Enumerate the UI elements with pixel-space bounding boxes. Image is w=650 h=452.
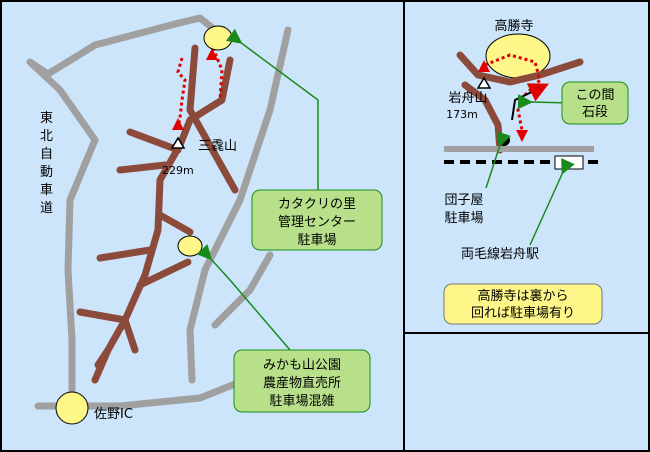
trail-south-spur — [121, 316, 139, 354]
pointer-line-dango — [485, 131, 511, 189]
parking-circle-mikamo — [177, 235, 203, 257]
trail-east-spur-2 — [156, 211, 194, 236]
note-box-stairs — [561, 81, 629, 125]
expressway-char: 車 — [40, 183, 53, 198]
route-arrow-icon — [172, 118, 184, 130]
hiking-trails — [76, 44, 239, 384]
trail-north-spur — [186, 44, 199, 114]
trail-east-spur — [186, 106, 239, 194]
station-box-icon — [554, 155, 584, 170]
note-line: カタクリの里 — [278, 197, 356, 212]
note-line: 石段 — [582, 105, 608, 120]
parking-dot-icon — [498, 134, 510, 146]
pointer-line-mikamo — [196, 244, 291, 351]
right-map: 高勝寺 岩舟山 173m この間 石段 団子屋 駐車場 — [443, 18, 629, 325]
trail-west-spur-1 — [126, 128, 182, 154]
mountain-elevation-label: 173m — [446, 108, 478, 121]
trail-west-spur-3 — [96, 246, 154, 262]
mountain-name-label: 三毳山 — [198, 139, 237, 154]
trail-main-ridge — [91, 56, 234, 384]
expressway-char: 東 — [40, 110, 53, 126]
route-dotted-temple — [484, 53, 542, 131]
trail-west-spur-2 — [116, 161, 169, 174]
parking-label-line: 団子屋 — [444, 193, 483, 208]
route-arrow-icon — [478, 60, 490, 72]
trail-temple-road — [456, 51, 584, 86]
highway-east — [186, 26, 292, 384]
road-gray — [444, 146, 594, 152]
note-line: 農産物直売所 — [263, 375, 341, 391]
info-note-line: 高勝寺は裏から — [477, 288, 568, 304]
info-note-line: 回れば駐車場有り — [471, 306, 575, 321]
info-note-box — [443, 283, 603, 325]
note-line: 駐車場 — [297, 233, 336, 248]
highway-north — [26, 14, 219, 78]
expressway-char: 北 — [40, 129, 53, 144]
note-box-katakuri — [251, 189, 383, 251]
pointer-line-katakuri — [225, 28, 319, 192]
parking-circle-sano-ic — [55, 391, 89, 425]
note-box-mikamo — [233, 349, 371, 413]
pointer-line-station — [529, 157, 575, 246]
trail-west-spur-4 — [76, 308, 129, 324]
note-line: 管理センター — [278, 215, 356, 230]
expressway-label: 東 北 自 動 車 道 — [40, 110, 53, 216]
expressway-tohoku — [64, 136, 99, 412]
route-arrow-icon — [206, 48, 218, 60]
trail-east-spur-3 — [136, 258, 192, 289]
mountain-name-label: 岩舟山 — [448, 91, 487, 106]
highway-west-link — [26, 58, 99, 144]
route-dotted-east — [211, 47, 224, 101]
expressway-char: 自 — [40, 147, 53, 162]
route-dotted-west — [176, 57, 187, 129]
highway-east-branch — [211, 251, 274, 329]
note-line: 駐車場混雑 — [269, 393, 334, 409]
summit-triangle-icon — [170, 136, 186, 149]
parking-circle-katakuri — [203, 25, 233, 51]
highways — [26, 14, 304, 412]
interchange-label: 佐野IC — [94, 407, 133, 422]
expressway-char: 道 — [40, 201, 53, 216]
stairs-arrow — [511, 83, 550, 121]
parking-label-line: 駐車場 — [444, 211, 483, 226]
note-line: この間 — [575, 88, 614, 103]
expressway-char: 動 — [40, 165, 53, 180]
trail-south-spur-2 — [94, 346, 112, 369]
summit-triangle-icon — [476, 76, 492, 89]
station-label: 両毛線岩舟駅 — [461, 246, 539, 262]
note-line: みかも山公園 — [263, 358, 341, 373]
mountain-elevation-label: 229m — [162, 164, 194, 177]
left-map: 三毳山 229m 東 北 自 動 車 道 佐野IC カタクリの里 管理センター … — [26, 14, 383, 425]
route-arrow-icon — [516, 130, 528, 142]
temple-name-label: 高勝寺 — [494, 18, 533, 34]
